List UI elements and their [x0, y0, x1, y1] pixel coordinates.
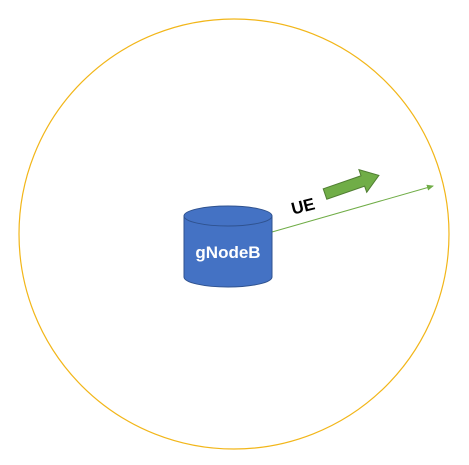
- ue-movement-arrow: [322, 168, 380, 200]
- gnodeb-cylinder: gNodeB: [183, 205, 273, 288]
- gnodeb-label: gNodeB: [195, 243, 260, 262]
- ue-label: UE: [289, 194, 317, 218]
- ue-direction-line: [271, 184, 434, 233]
- coverage-area-circle: [18, 18, 450, 450]
